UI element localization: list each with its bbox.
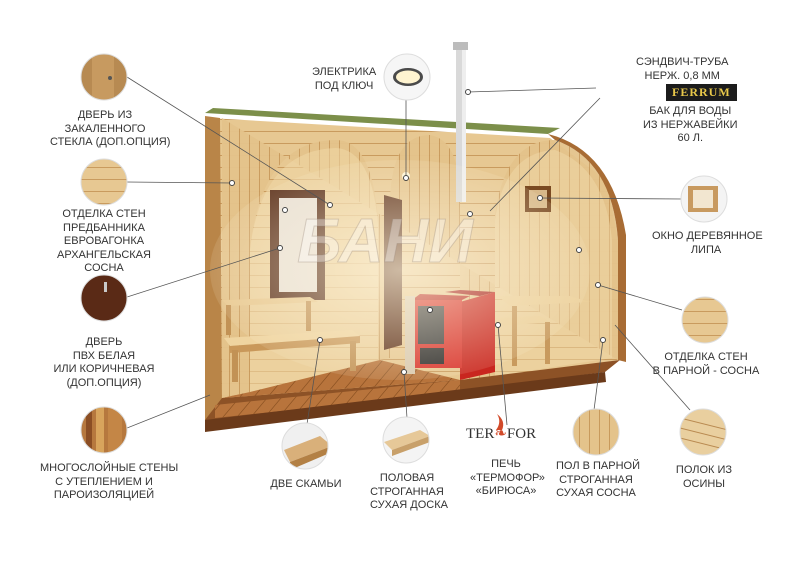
watermark-text: БАНИ	[297, 207, 474, 276]
label-stove: ПЕЧЬ«ТЕРМОФОР»«БИРЮСА»	[470, 458, 545, 497]
thumbnail-glass-door	[80, 53, 128, 101]
termofor-logo: TER❧FOR	[466, 426, 537, 442]
label-benches: ДВЕ СКАМЬИ	[270, 478, 342, 490]
thumbnail-benches	[281, 422, 329, 470]
thumbnail-wall-finish-front	[80, 158, 128, 206]
thumbnail-electric	[383, 53, 431, 101]
thumbnail-floor-board	[382, 416, 430, 464]
flame-icon	[496, 414, 504, 430]
thumbnail-shelf	[679, 408, 727, 456]
ferrum-logo: FERRUM	[666, 84, 737, 101]
leader-lines	[126, 76, 691, 429]
thumbnail-steam-finish	[681, 296, 729, 344]
leader-dots	[229, 89, 606, 375]
thumbnail-pvc-door	[80, 274, 128, 322]
thumbnail-window	[680, 175, 728, 223]
thumbnail-multilayer-walls	[80, 406, 128, 454]
thumbnail-floor-steam	[572, 408, 620, 456]
